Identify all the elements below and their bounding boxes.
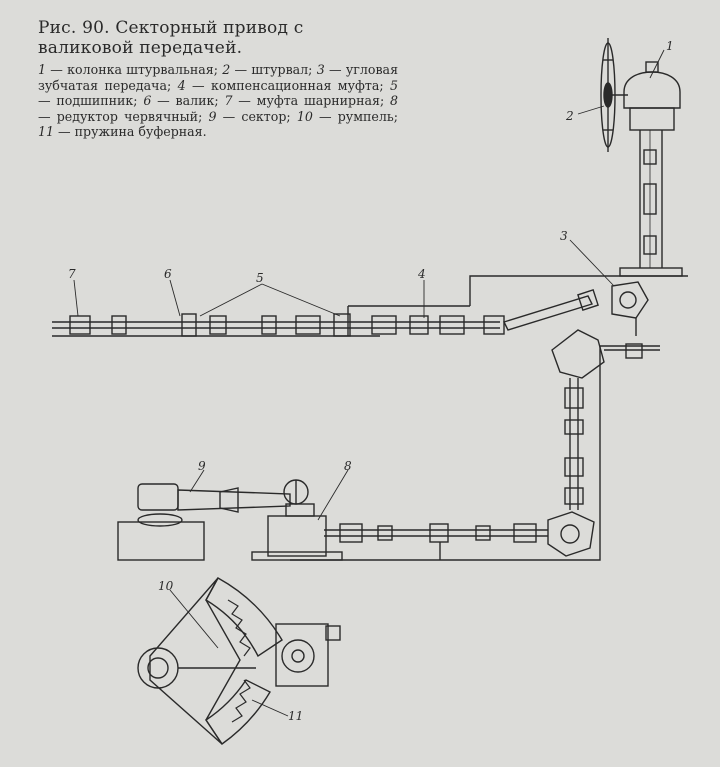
callout-6: 6 [164, 267, 172, 281]
legend-item: 11 — пружина буферная. [38, 124, 207, 139]
callout-3: 3 [560, 229, 568, 243]
figure-caption: Рис. 90. Секторный привод с валиковой пе… [38, 18, 398, 140]
figure-legend: 1 — колонка штурвальная; 2 — штурвал; 3 … [38, 62, 398, 140]
buffer-springs [227, 599, 251, 723]
callout-10: 10 [158, 579, 174, 593]
legend-item: 8 — редуктор червячный; [38, 93, 399, 124]
legend-item: 7 — муфта шарнирная; [224, 93, 391, 108]
legend-item: 3 — угловая зубчатая передача; [38, 62, 399, 93]
vertical-shaft [564, 378, 584, 510]
callout-4: 4 [417, 267, 426, 281]
worm-reducer [251, 479, 343, 561]
callout-2: 2 [565, 109, 574, 123]
sector-upper [117, 483, 291, 561]
helm-column [619, 61, 683, 277]
legend-item: 5 — подшипник; [38, 77, 398, 109]
deck-lines [52, 275, 688, 561]
legend-item: 1 — колонка штурвальная; [38, 62, 223, 77]
callout-7: 7 [68, 267, 76, 281]
angle-gear-upper [611, 281, 649, 336]
callout-8: 8 [344, 459, 352, 473]
legend-item: 10 — румпель; [296, 108, 398, 124]
lower-shaft [324, 523, 548, 560]
callout-9: 9 [198, 459, 206, 473]
helm-wheel [600, 38, 628, 152]
legend-item: 2 — штурвал; [222, 62, 317, 77]
figure-title: Рис. 90. Секторный привод с валиковой пе… [38, 18, 304, 58]
leader-lines [73, 49, 665, 717]
callout-1: 1 [666, 39, 674, 53]
callout-5: 5 [256, 271, 264, 285]
angle-gear-lower [547, 511, 595, 557]
sector-plan [137, 577, 341, 745]
legend-item: 6 — валик; [143, 93, 225, 108]
angle-gear-middle [551, 329, 660, 379]
horizontal-shaft [52, 289, 599, 337]
legend-item: 9 — сектор; [208, 108, 297, 124]
legend-item: 4 — компенсационная муфта; [177, 77, 390, 93]
callout-11: 11 [288, 709, 303, 723]
